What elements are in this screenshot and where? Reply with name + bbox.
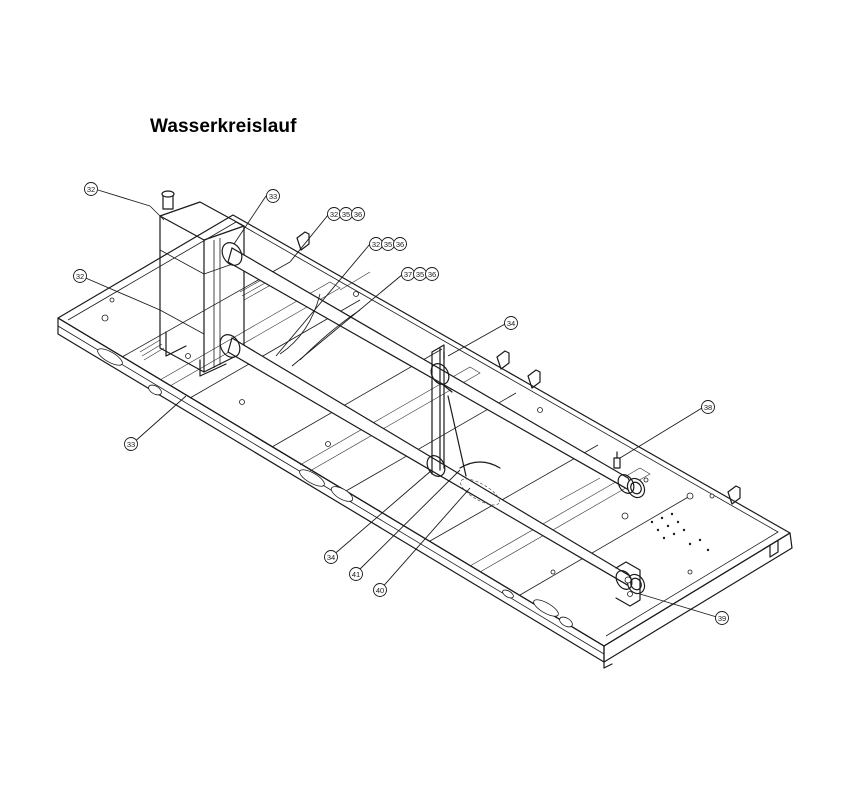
callout-label: 36	[396, 240, 404, 249]
callout-label: 32	[330, 210, 338, 219]
callout-c39: 39	[715, 611, 729, 625]
callout-label: 38	[704, 403, 712, 412]
callout-label: 41	[352, 570, 360, 579]
callout-label: 32	[76, 272, 84, 281]
callout-c32a: 32	[84, 182, 98, 196]
callout-label: 35	[416, 270, 424, 279]
callout-label: 33	[269, 192, 277, 201]
leader-lines	[80, 189, 721, 619]
callout-label: 36	[354, 210, 362, 219]
callout-c323536a: 32 35 36	[327, 207, 365, 221]
callout-c34a: 34	[504, 316, 518, 330]
callout-label: 34	[327, 553, 335, 562]
callout-label: 36	[428, 270, 436, 279]
callout-label: 39	[718, 614, 726, 623]
callout-c323536b: 32 35 36	[369, 237, 407, 251]
callout-c41: 41	[349, 567, 363, 581]
callout-label: 33	[127, 440, 135, 449]
base-frame	[57, 214, 793, 669]
callout-c373536: 37 35 36	[401, 267, 439, 281]
callout-bubbles: 32 33 32 35 36 32 35 36 37 35	[73, 182, 729, 625]
callout-label: 32	[372, 240, 380, 249]
callout-label: 37	[404, 270, 412, 279]
callout-label: 35	[342, 210, 350, 219]
callout-c33a: 33	[266, 189, 280, 203]
callout-c38: 38	[701, 400, 715, 414]
outlet-valve	[615, 561, 641, 607]
callout-c34b: 34	[324, 550, 338, 564]
sensor-fitting	[613, 451, 621, 469]
hole-grid	[650, 512, 710, 552]
diagram-title: Wasserkreislauf	[150, 116, 297, 137]
callout-label: 34	[507, 319, 515, 328]
callout-label: 40	[376, 586, 384, 595]
callout-c33b: 33	[124, 437, 138, 451]
callout-c32b: 32	[73, 269, 87, 283]
callout-label: 32	[87, 185, 95, 194]
callout-c40: 40	[373, 583, 387, 597]
pipe-support	[431, 344, 501, 506]
callout-label: 35	[384, 240, 392, 249]
